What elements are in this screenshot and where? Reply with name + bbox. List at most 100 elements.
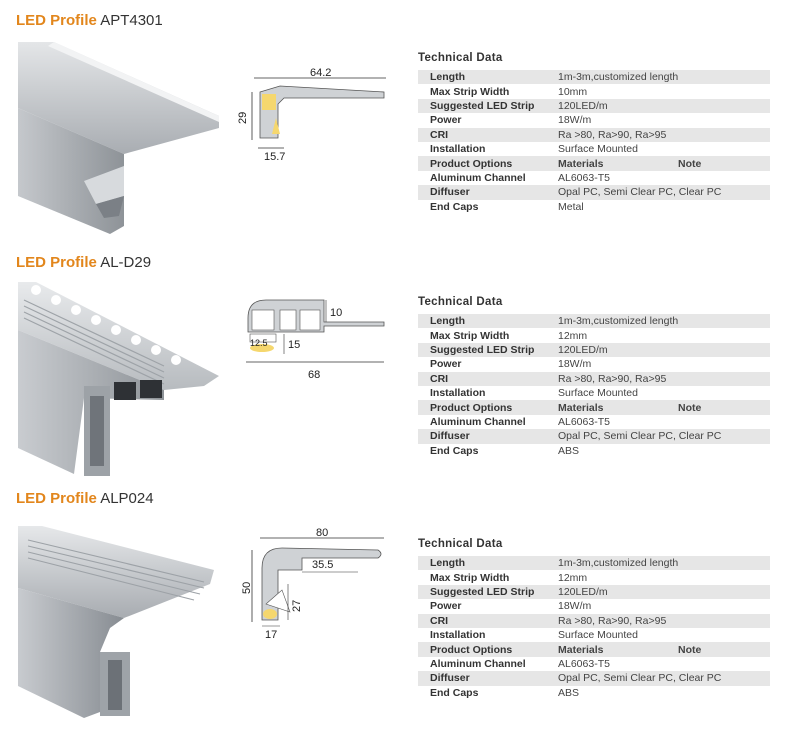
spec-label: Installation	[430, 387, 486, 400]
spec-value: 1m-3m,customized length	[558, 71, 679, 84]
spec-label: Power	[430, 358, 462, 371]
spec-row: CRI Ra >80, Ra>90, Ra>95	[418, 127, 770, 142]
spec-label: Diffuser	[430, 186, 470, 199]
profile-photo	[18, 526, 214, 718]
spec-row: Diffuser Opal PC, Semi Clear PC, Clear PC	[418, 185, 770, 200]
spec-value: Ra >80, Ra>90, Ra>95	[558, 372, 667, 385]
tech-title: Technical Data	[418, 538, 503, 550]
spec-label: End Caps	[430, 686, 479, 699]
spec-note: Note	[678, 157, 702, 170]
dim-inner: 35.5	[312, 559, 333, 571]
spec-value: 18W/m	[558, 600, 592, 613]
product-title: LED Profile APT4301	[16, 12, 163, 29]
spec-value: Surface Mounted	[558, 143, 638, 156]
dim-width: 68	[308, 369, 320, 381]
spec-value: 1m-3m,customized length	[558, 557, 679, 570]
spec-value: Ra >80, Ra>90, Ra>95	[558, 614, 667, 627]
spec-value: Ra >80, Ra>90, Ra>95	[558, 128, 667, 141]
spec-value: 120LED/m	[558, 585, 608, 598]
spec-label: Aluminum Channel	[430, 415, 526, 428]
product-section-apt4301: LED Profile APT4301 64.2 29 15.7 Technic…	[0, 0, 803, 240]
spec-value: Metal	[558, 200, 584, 213]
spec-value: 12mm	[558, 329, 588, 342]
spec-row: CRI Ra >80, Ra>90, Ra>95	[418, 613, 770, 628]
spec-row: End Caps Metal	[418, 200, 770, 214]
spec-row: Diffuser Opal PC, Semi Clear PC, Clear PC	[418, 429, 770, 444]
spec-value: 120LED/m	[558, 343, 608, 356]
spec-label: Aluminum Channel	[430, 657, 526, 670]
tech-title: Technical Data	[418, 296, 503, 308]
spec-label: Diffuser	[430, 430, 470, 443]
spec-label: End Caps	[430, 200, 479, 213]
spec-label: CRI	[430, 614, 449, 627]
technical-data-table: Technical Data Length 1m-3m,customized le…	[418, 538, 770, 700]
spec-value: Materials	[558, 401, 604, 414]
spec-label: Installation	[430, 629, 486, 642]
spec-value: Opal PC, Semi Clear PC, Clear PC	[558, 430, 722, 443]
spec-row: CRI Ra >80, Ra>90, Ra>95	[418, 371, 770, 386]
spec-label: Product Options	[430, 643, 513, 656]
spec-label: Length	[430, 557, 465, 570]
spec-row: Length 1m-3m,customized length	[418, 70, 770, 85]
spec-note: Note	[678, 643, 702, 656]
spec-label: Max Strip Width	[430, 571, 510, 584]
cross-section-drawing: 80 35.5 27 50 17	[241, 528, 384, 641]
dim-height: 29	[238, 112, 249, 124]
product-section-alp024: LED Profile ALP024 80 35.5 27 5	[0, 486, 803, 748]
dim-bottom: 17	[265, 629, 277, 641]
spec-value: AL6063-T5	[558, 657, 610, 670]
spec-label: CRI	[430, 128, 449, 141]
spec-value: ABS	[558, 444, 580, 457]
spec-row: Aluminum Channel AL6063-T5	[418, 171, 770, 185]
spec-label: Max Strip Width	[430, 329, 510, 342]
spec-row: Max Strip Width 12mm	[418, 328, 770, 342]
spec-label: Length	[430, 71, 465, 84]
title-model: ALP024	[100, 490, 154, 507]
title-brand: LED Profile	[16, 254, 97, 271]
spec-note: Note	[678, 401, 702, 414]
spec-label: Aluminum Channel	[430, 171, 526, 184]
spec-value: Opal PC, Semi Clear PC, Clear PC	[558, 186, 722, 199]
profile-photo	[18, 42, 219, 234]
spec-row: Power 18W/m	[418, 599, 770, 613]
product-title: LED Profile ALP024	[16, 490, 154, 507]
spec-value: Opal PC, Semi Clear PC, Clear PC	[558, 672, 722, 685]
title-model: APT4301	[100, 12, 163, 29]
dim-depth: 27	[291, 600, 303, 612]
spec-row: Length 1m-3m,customized length	[418, 556, 770, 571]
cross-section-drawing: 10 15 12.5 68	[246, 299, 385, 381]
spec-value: Surface Mounted	[558, 387, 638, 400]
dim-top: 10	[330, 307, 342, 319]
spec-value: AL6063-T5	[558, 171, 610, 184]
spec-row: Installation Surface Mounted	[418, 386, 770, 400]
title-brand: LED Profile	[16, 490, 97, 507]
spec-label: CRI	[430, 372, 449, 385]
cross-section-drawing: 64.2 29 15.7	[238, 68, 386, 163]
dim-height: 50	[241, 582, 253, 594]
dim-width: 80	[316, 528, 328, 539]
product-title: LED Profile AL-D29	[16, 254, 151, 271]
spec-label: Suggested LED Strip	[430, 99, 535, 112]
spec-label: Power	[430, 600, 462, 613]
